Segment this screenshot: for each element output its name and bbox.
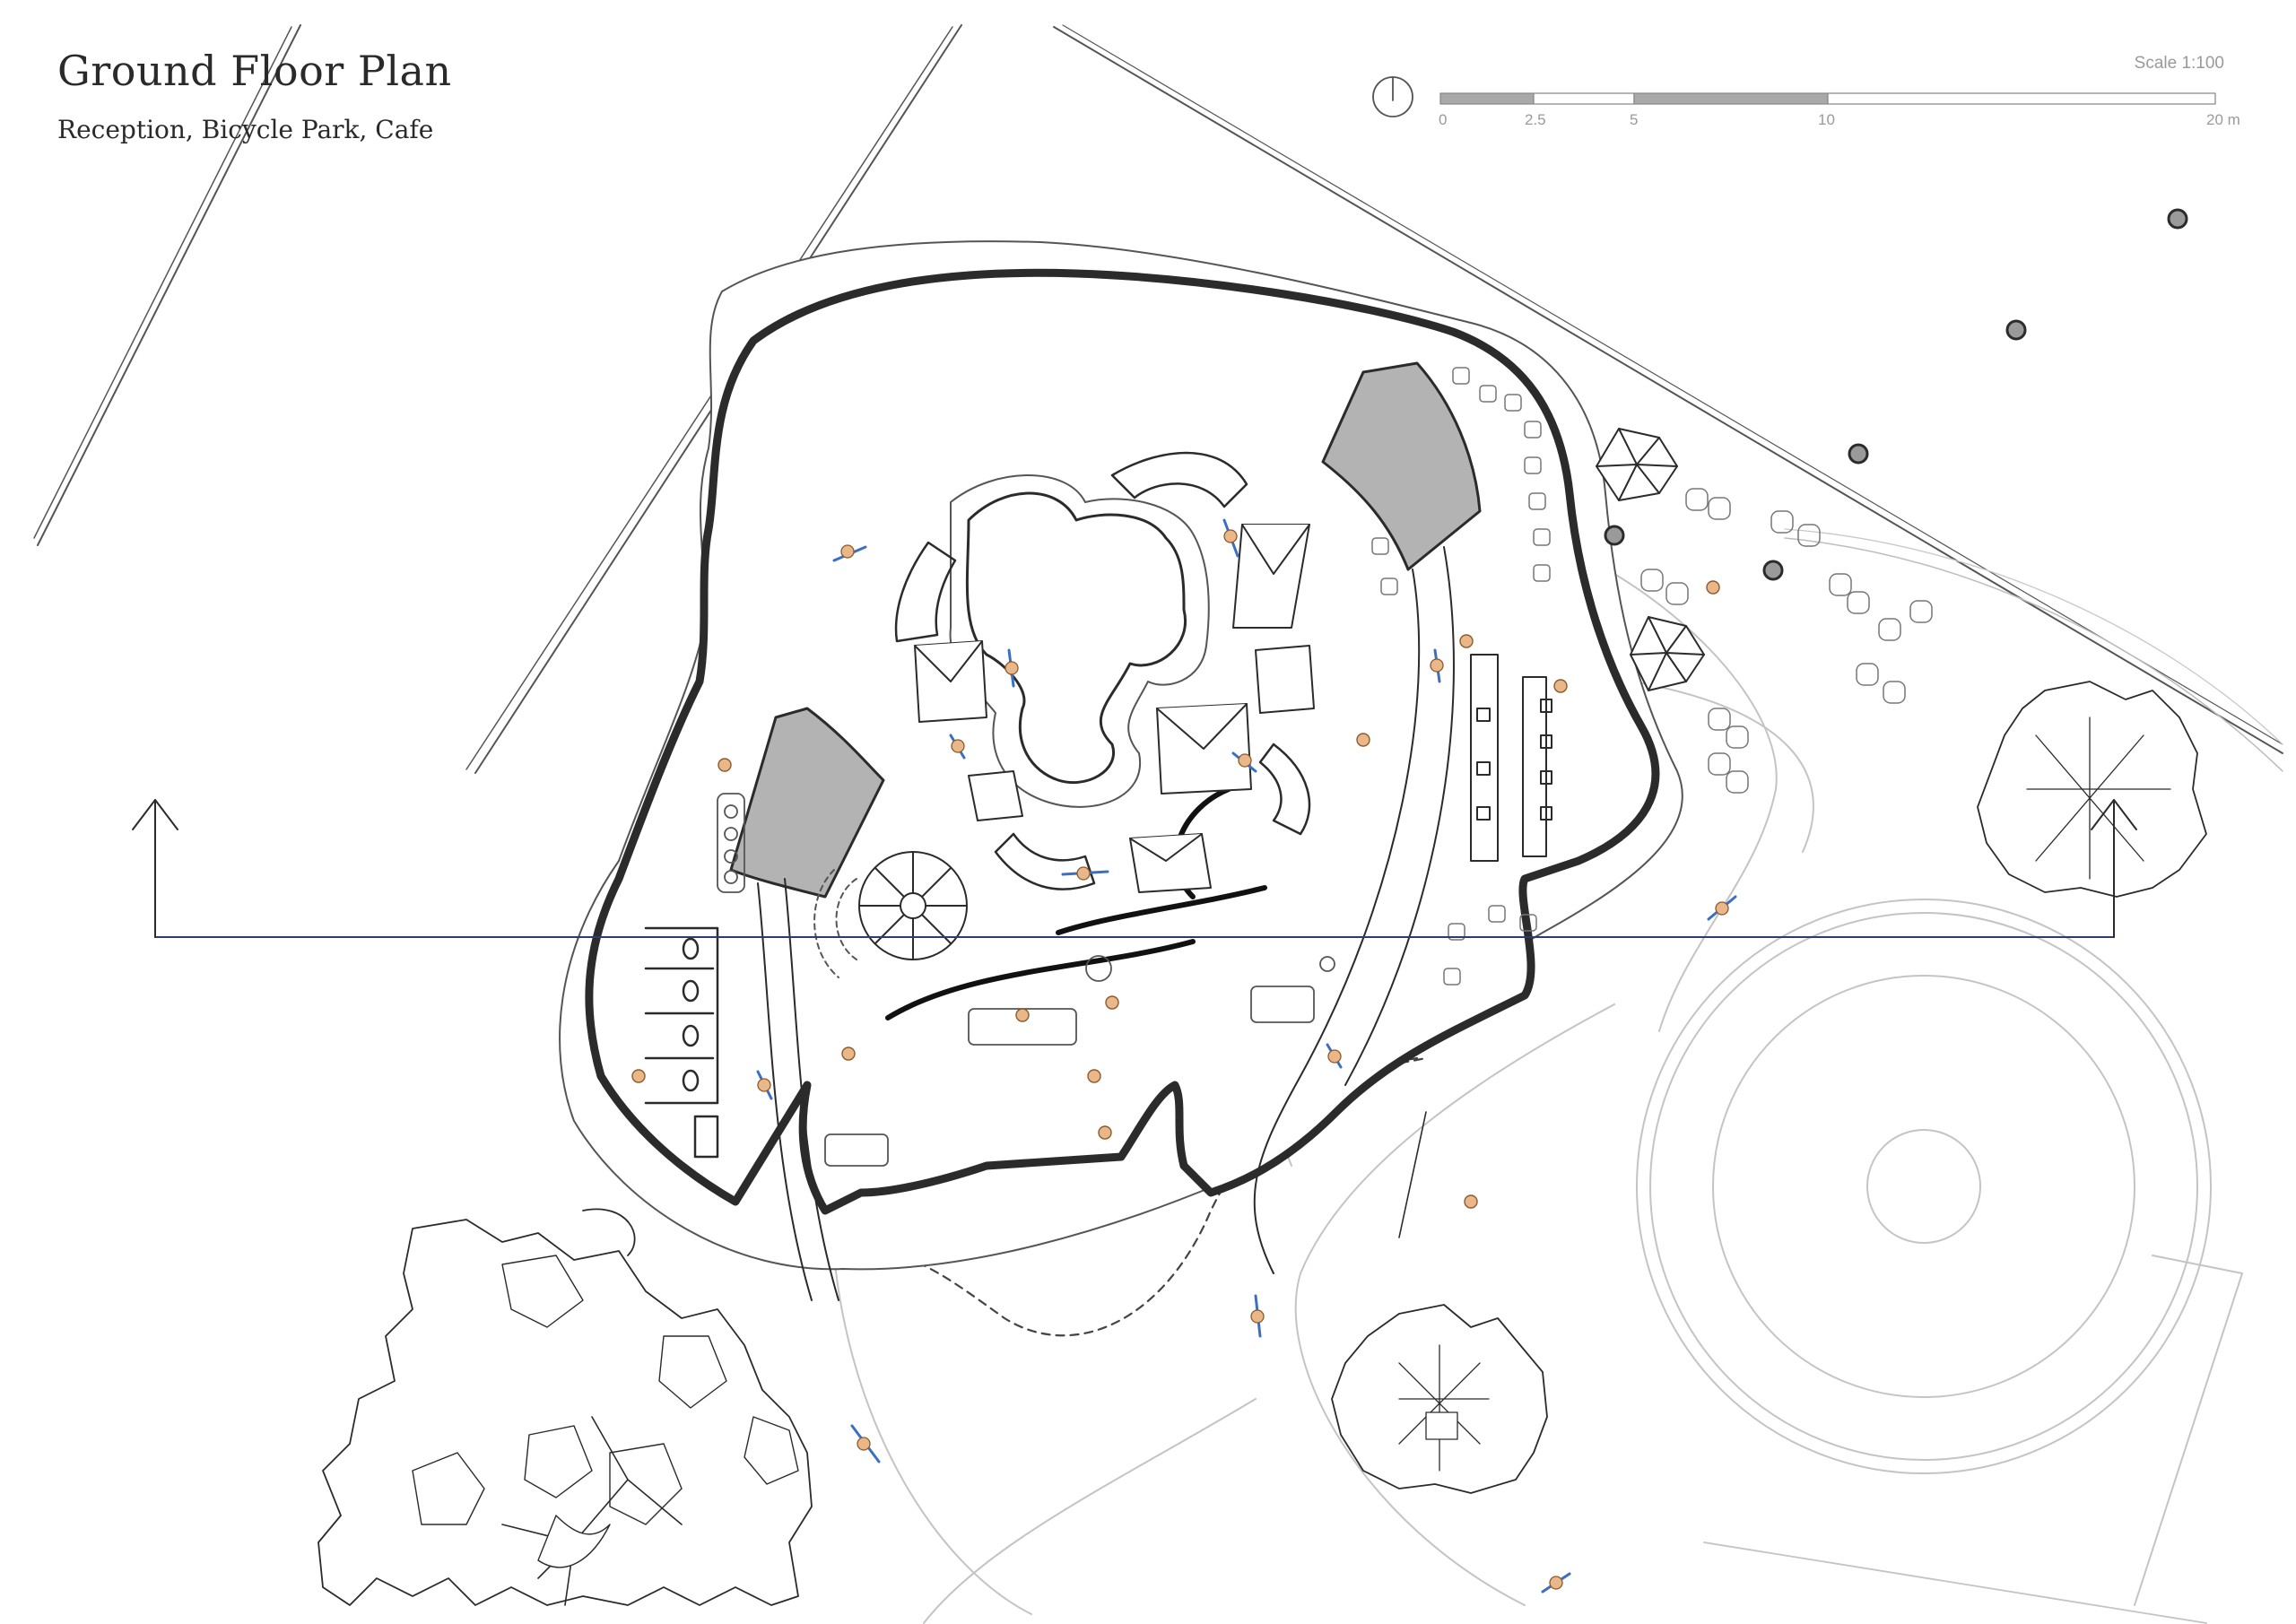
cafe-chairs — [1371, 367, 1933, 986]
toilet-block — [644, 926, 719, 1159]
scale-tick-2-5: 2.5 — [1525, 111, 1546, 128]
building-envelope — [585, 268, 1660, 1215]
wash-basins — [717, 793, 745, 893]
landscape-paths — [833, 573, 2243, 1624]
tree-icon — [317, 681, 2207, 1606]
spiral-stair-icon — [813, 851, 968, 978]
scale-bar — [1439, 92, 2216, 105]
page-title: Ground Floor Plan — [57, 47, 452, 95]
scale-tick-5: 5 — [1630, 111, 1639, 128]
scale-tick-0: 0 — [1439, 111, 1448, 128]
scale-label: Scale 1:100 — [2134, 54, 2224, 73]
skylights — [914, 524, 1315, 893]
service-core-south — [729, 707, 885, 899]
courtyard-planter-outline — [949, 474, 1210, 808]
curved-benches — [894, 451, 1311, 890]
section-line — [154, 799, 2115, 938]
north-arrow-icon — [1372, 76, 1413, 117]
scale-tick-20: 20 m — [2206, 111, 2240, 128]
page-subtitle: Reception, Bicycle Park, Cafe — [57, 115, 434, 144]
cyclist-figures — [757, 529, 1729, 1590]
parasol-icon — [1596, 428, 1705, 691]
person-icon — [631, 580, 1720, 1209]
section-arrow-icon — [132, 799, 2137, 830]
scale-tick-10: 10 — [1818, 111, 1835, 128]
cafe-counter — [1470, 654, 1552, 862]
service-core-north — [1321, 361, 1482, 571]
